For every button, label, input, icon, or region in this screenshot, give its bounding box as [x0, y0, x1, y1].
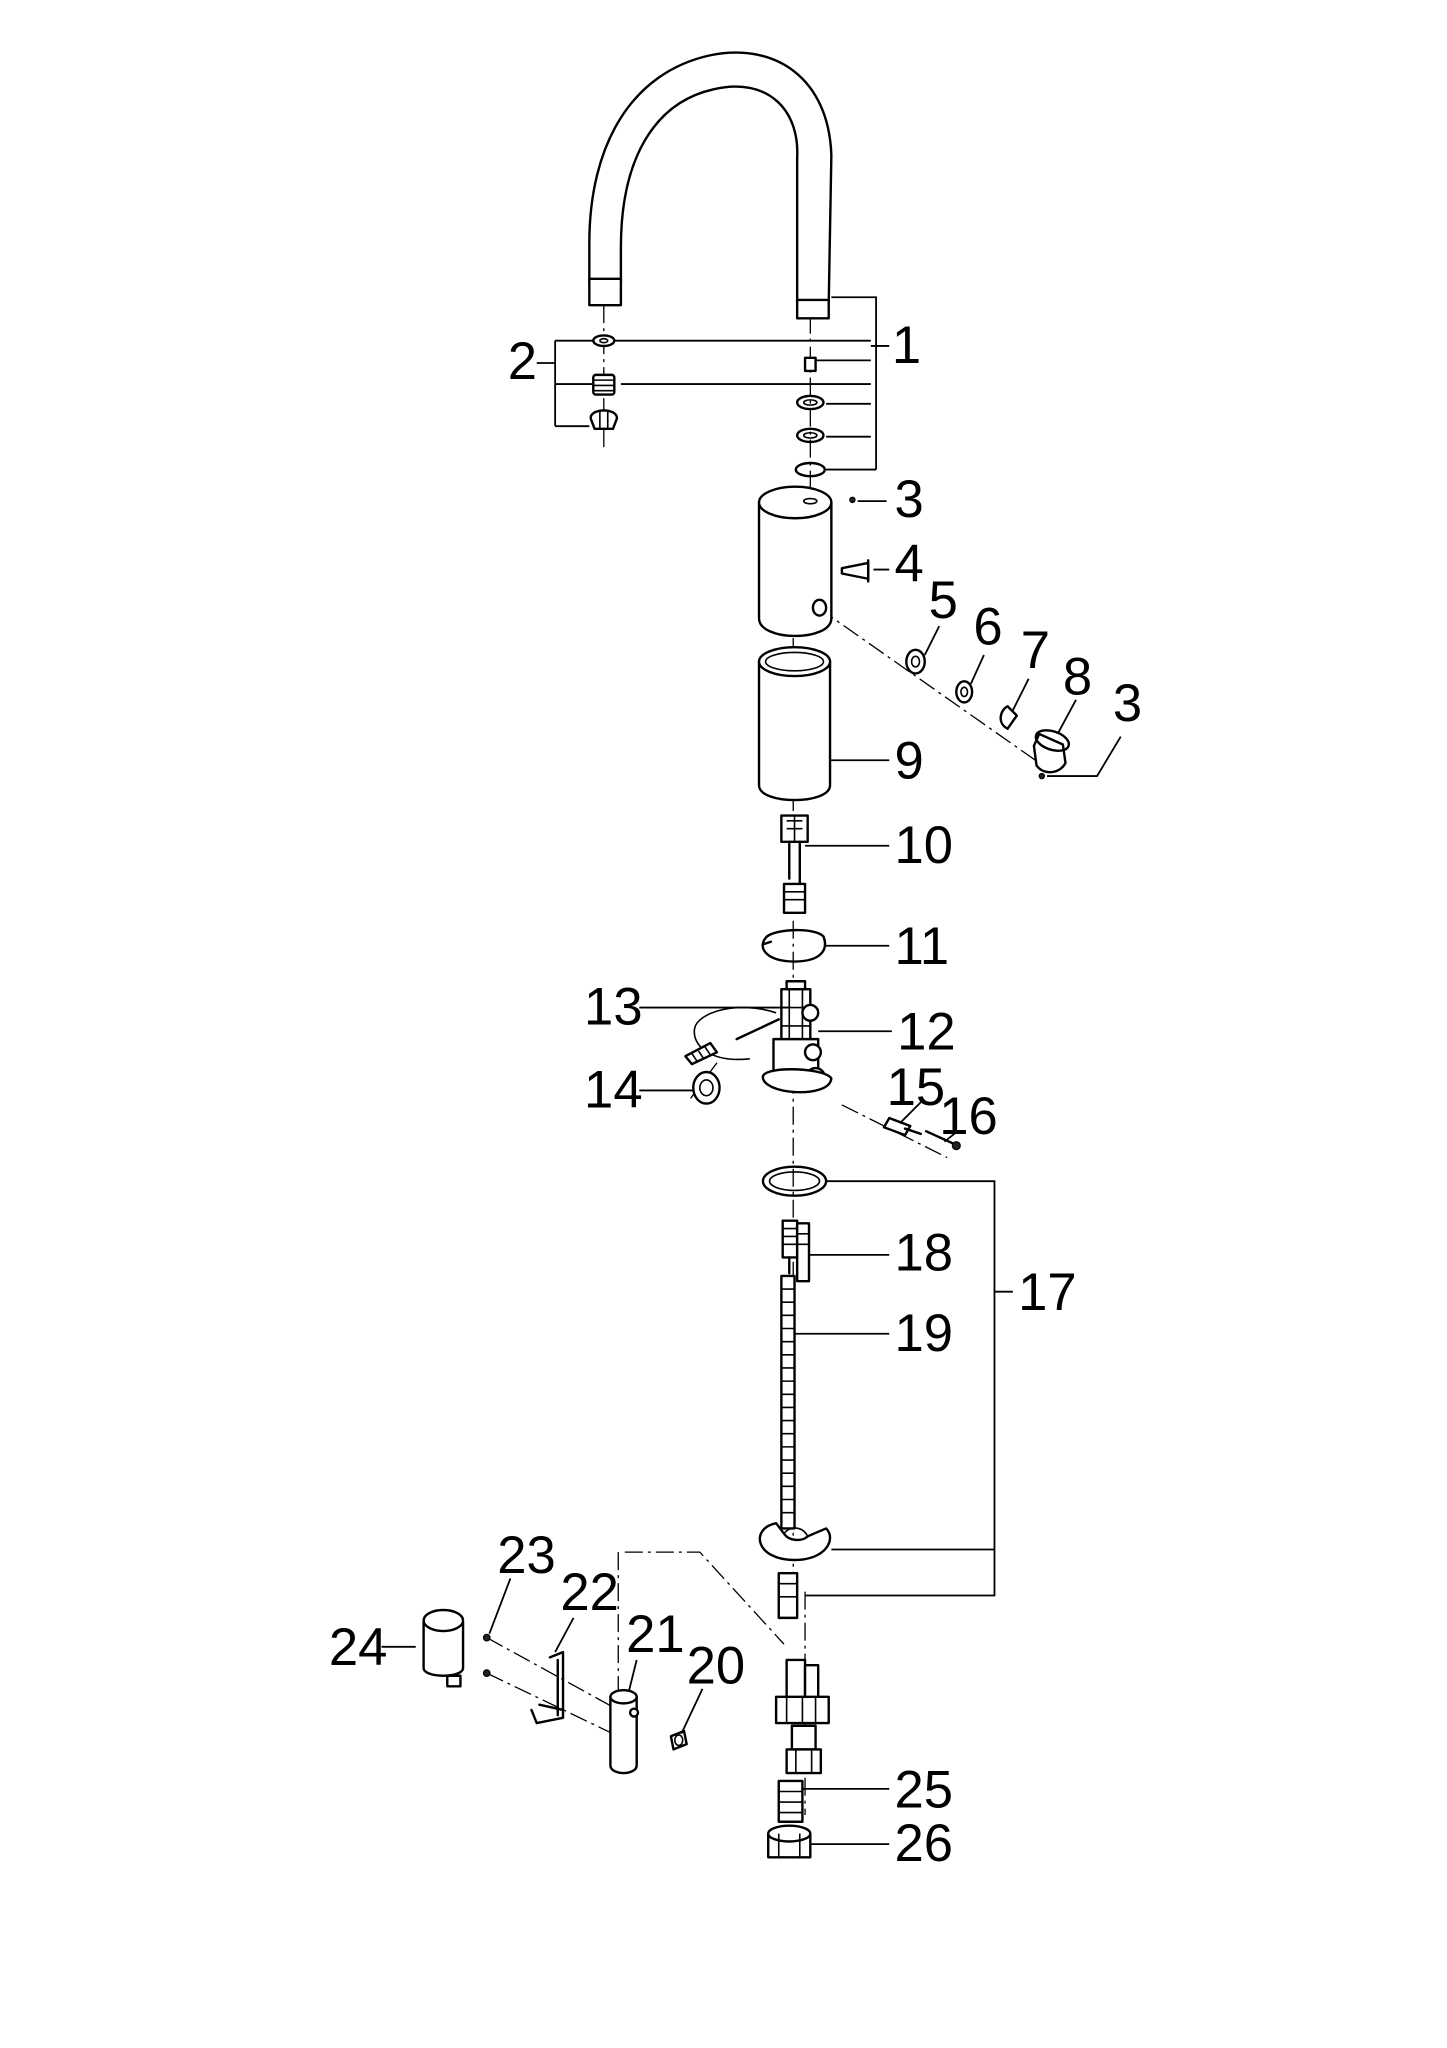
callout-21: 21	[626, 1605, 685, 1664]
callout-8: 8	[1063, 648, 1092, 707]
pins	[884, 1118, 960, 1150]
callout-11: 11	[894, 917, 949, 976]
callout-5: 5	[929, 571, 958, 630]
spout	[589, 53, 831, 319]
callout-15: 15	[887, 1058, 946, 1117]
callout-25: 25	[894, 1760, 953, 1819]
callout-3-side: 3	[1113, 674, 1142, 733]
horseshoe-washer	[760, 1523, 830, 1618]
hose-connectors	[783, 1221, 809, 1282]
callout-3-top: 3	[894, 470, 923, 529]
callout-16: 16	[939, 1087, 998, 1146]
callout-12: 12	[897, 1003, 956, 1062]
callout-7: 7	[1021, 621, 1050, 680]
callout-20: 20	[687, 1637, 746, 1696]
valve-assembly	[685, 981, 831, 1103]
bottom-fittings	[768, 1781, 810, 1857]
callout-19: 19	[894, 1304, 953, 1363]
spout-seals	[796, 358, 825, 476]
callout-23: 23	[497, 1526, 556, 1585]
callout-18: 18	[894, 1224, 953, 1283]
callout-26: 26	[894, 1814, 953, 1873]
callout-10: 10	[894, 816, 953, 875]
hose-fittings	[776, 1660, 829, 1773]
sleeve	[759, 647, 830, 800]
callout-6: 6	[973, 598, 1002, 657]
upper-body	[759, 487, 868, 636]
lever-parts	[906, 650, 1071, 779]
callout-22: 22	[560, 1563, 619, 1622]
leader-lines	[382, 297, 1121, 1844]
callout-13: 13	[584, 978, 643, 1037]
cartridge-stem	[781, 816, 807, 913]
threaded-rod	[781, 1276, 794, 1529]
callout-4: 4	[894, 534, 923, 593]
callout-17: 17	[1018, 1263, 1077, 1322]
base-ring	[763, 1167, 826, 1196]
callout-1: 1	[892, 316, 921, 375]
callout-24: 24	[329, 1618, 388, 1677]
callout-9: 9	[894, 732, 923, 791]
callout-14: 14	[584, 1061, 643, 1120]
callout-labels: 1 2 3 4 5 6 7 8 3 9 10 11 12 13 14 15 16…	[329, 316, 1142, 1873]
clip-ring	[763, 930, 825, 961]
sensor-mount-parts	[424, 1610, 687, 1773]
callout-2: 2	[508, 332, 537, 391]
